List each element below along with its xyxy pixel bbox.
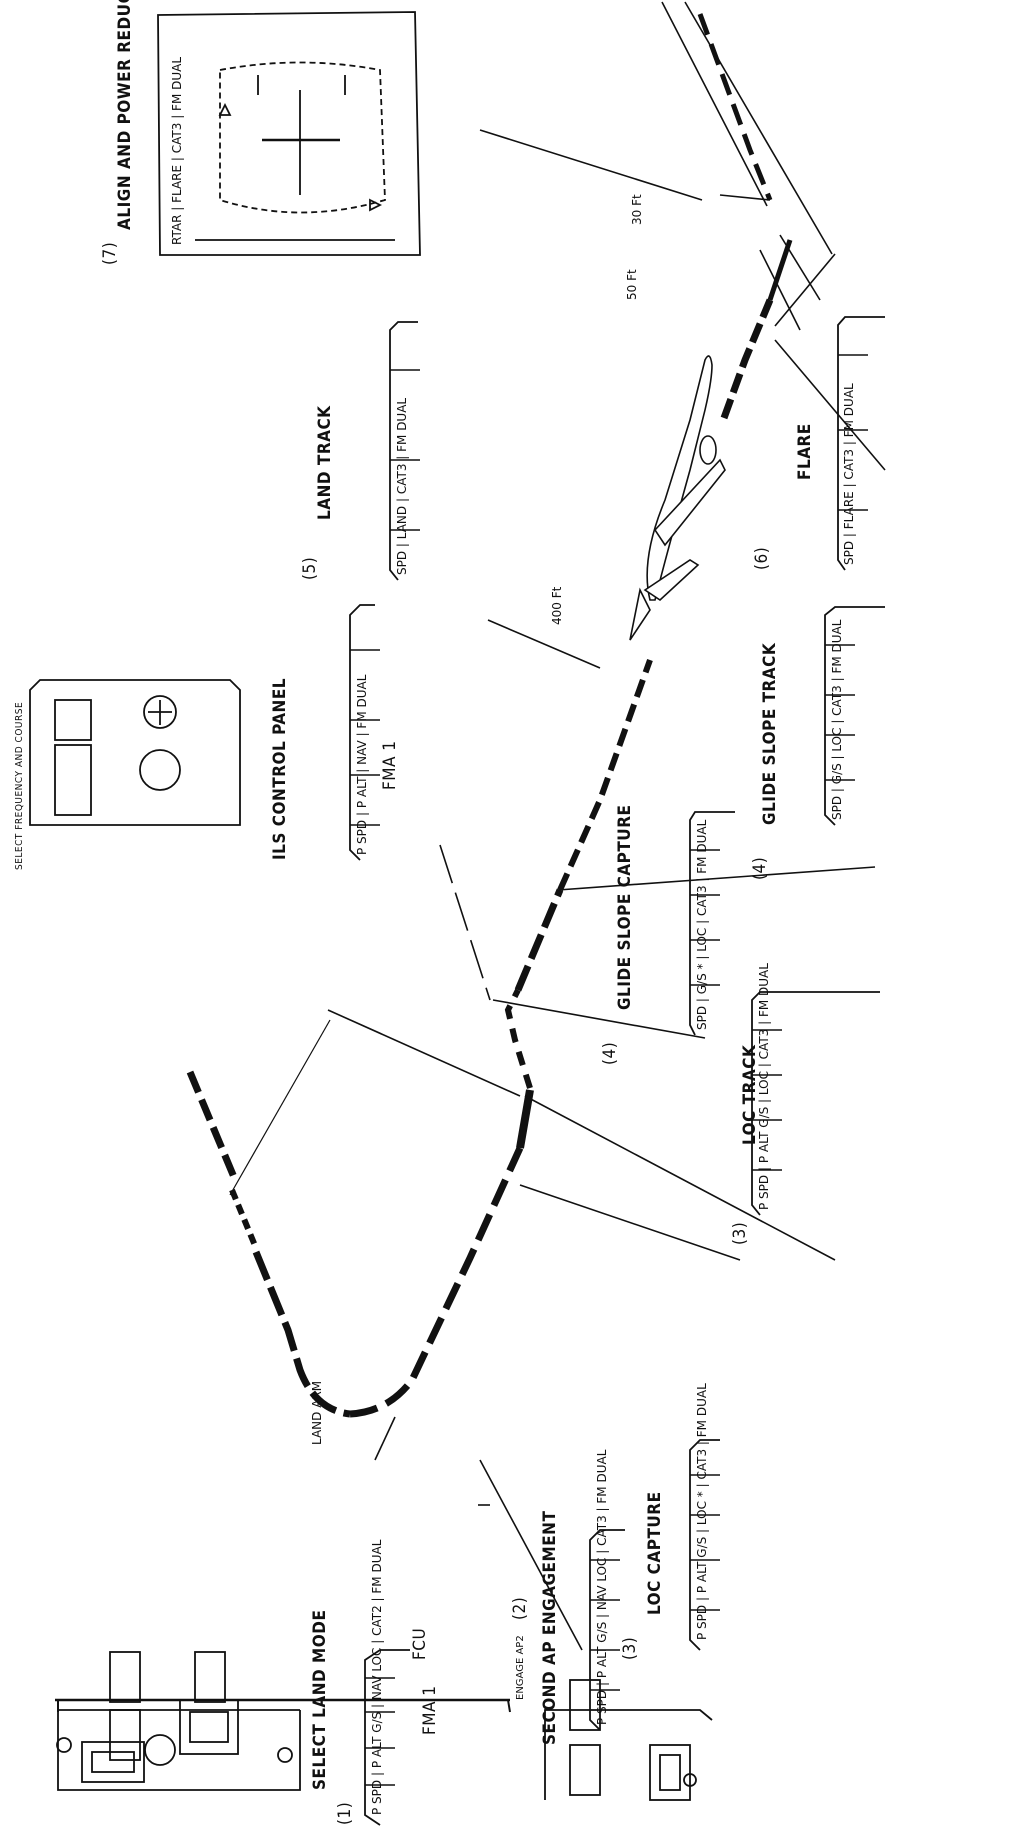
airplane-icon [630,356,725,640]
step-2-num: (2) [510,1597,530,1620]
fcu-panel [55,1652,510,1790]
step-4-title: GLIDE SLOPE CAPTURE [615,805,635,1010]
step-4-fma: SPD | G/S * | LOC | CAT3 | FM DUAL [695,820,709,1030]
step-6-num: (6) [752,547,772,570]
step-1-num: (1) [335,1802,355,1825]
fma-label: FMA 1 [380,740,400,790]
step-1-title: SELECT LAND MODE [310,1610,330,1790]
ils-panel-title: ILS CONTROL PANEL [270,678,290,860]
step-7-fma: RTAR | FLARE | CAT3 | FM DUAL [170,57,184,245]
step-4-num: (4) [600,1042,620,1065]
step-3b-fma: P SPD | P ALT G/S | LOC | CAT3 | FM DUAL [757,963,771,1210]
fma-cell: P ALT [355,777,369,809]
step-5-title: LAND TRACK [315,405,335,520]
fma-cell: NAV [355,740,369,765]
pfd-display [158,12,420,255]
engage-ap2-label: ENGAGE AP2 [515,1635,526,1700]
engage-ap2-panel [545,1680,712,1800]
step-2-title: SECOND AP ENGAGEMENT [540,1511,560,1745]
ils-control-panel [30,680,240,825]
step-3-fma: P SPD | P ALT G/S | LOC * | CAT3 | FM DU… [695,1383,709,1640]
ft400-label: 400 Ft [550,587,564,625]
ft30-label: 30 Ft [630,194,644,225]
step-4b-title: GLIDE SLOPE TRACK [760,643,780,825]
step-3-title: LOC CAPTURE [645,1491,665,1615]
ils-fma-row: P SPD | P ALT | NAV | FM DUAL [355,675,369,855]
step-5-fma: SPD | LAND | CAT3 | FM DUAL [395,398,409,575]
fcu-label: FCU [410,1628,430,1660]
step-7-title: ALIGN AND POWER REDUCTION [115,0,135,230]
step-5-num: (5) [300,557,320,580]
step-6-title: FLARE [795,423,815,480]
step-4b-num: (4) [750,857,770,880]
fma-cell: P SPD [355,820,369,855]
step-3b-num: (3) [730,1222,750,1245]
step-7-num: (7) [100,242,120,265]
step-2-fma: P SPD | P ALT G/S | NAV LOC | CAT3 | FM … [595,1450,609,1725]
step-1-fma: P SPD | P ALT G/S | NAV LOC | CAT2 | FM … [370,1540,384,1815]
select-frequency-label: SELECT FREQUENCY AND COURSE [14,702,25,870]
ft50-label: 50 Ft [625,269,639,300]
runway [662,2,835,330]
fma-cell: FM DUAL [355,675,369,729]
land-arm-label: LAND ARM [310,1381,324,1445]
fma-dividers [350,355,868,1785]
step-3-num: (3) [620,1637,640,1660]
fcu-fma-label: FMA 1 [420,1685,440,1735]
step-4b-fma: SPD | G/S | LOC | CAT3 | FM DUAL [830,620,844,820]
step-6-fma: SPD | FLARE | CAT3 | FM DUAL [842,383,856,565]
fma-boxes [350,317,885,1825]
